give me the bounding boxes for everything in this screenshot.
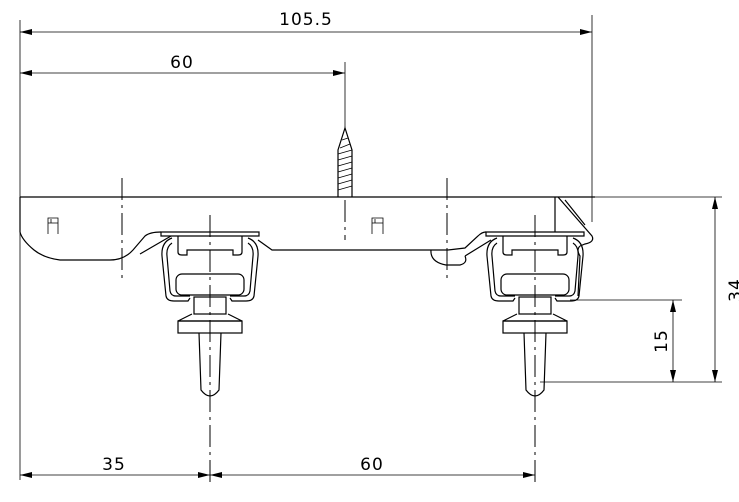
screw-icon [337, 126, 353, 197]
dim-overall-width: 105.5 [279, 10, 333, 30]
rail-profile [19, 196, 594, 297]
dim-total-height: 34 [726, 278, 739, 302]
dim-left-to-runner: 35 [102, 455, 126, 475]
mark-icon [47, 217, 384, 234]
dim-runner-spacing: 60 [360, 455, 384, 475]
dim-hook-height: 15 [652, 329, 672, 353]
dim-screw-offset: 60 [170, 53, 194, 73]
